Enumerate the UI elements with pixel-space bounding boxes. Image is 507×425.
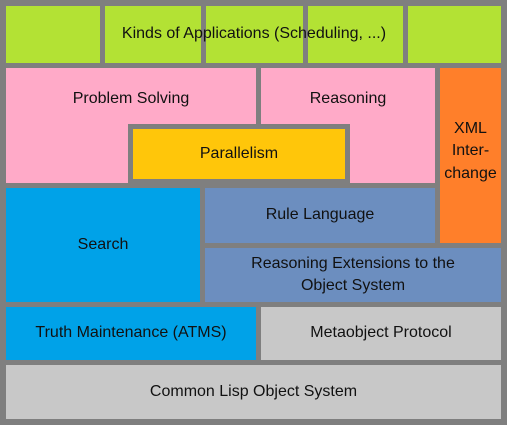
reasoning-extensions-label: Reasoning Extensions to the Object Syste… xyxy=(251,254,455,294)
problem-solving-label: Problem Solving xyxy=(72,90,190,107)
rule-language-layer: Rule Language xyxy=(205,188,435,243)
xml-interchange-label: XML Inter- change xyxy=(444,120,497,182)
search-label: Search xyxy=(77,235,129,253)
metaobject-protocol-layer: Metaobject Protocol xyxy=(261,307,501,360)
applications-cell-1 xyxy=(6,6,100,63)
applications-cell-2 xyxy=(105,6,201,63)
applications-layer: Kinds of Applications (Scheduling, ...) xyxy=(100,6,408,63)
clos-layer: Common Lisp Object System xyxy=(6,365,501,419)
applications-label: Kinds of Applications (Scheduling, ...) xyxy=(121,25,387,43)
truth-maintenance-layer: Truth Maintenance (ATMS) xyxy=(6,307,256,360)
parallelism-layer: Parallelism xyxy=(128,124,350,184)
xml-interchange-layer: XML Inter- change xyxy=(440,68,501,243)
reasoning-extensions-layer: Reasoning Extensions to the Object Syste… xyxy=(205,248,501,302)
parallelism-label: Parallelism xyxy=(199,144,279,162)
applications-cell-4 xyxy=(308,6,403,63)
rule-language-label: Rule Language xyxy=(265,206,375,224)
applications-cell-3 xyxy=(206,6,303,63)
applications-cell-5 xyxy=(408,6,501,63)
clos-label: Common Lisp Object System xyxy=(149,382,358,400)
metaobject-protocol-label: Metaobject Protocol xyxy=(310,324,452,342)
search-layer: Search xyxy=(6,188,200,302)
truth-maintenance-label: Truth Maintenance (ATMS) xyxy=(35,324,227,342)
reasoning-label: Reasoning xyxy=(309,90,387,107)
